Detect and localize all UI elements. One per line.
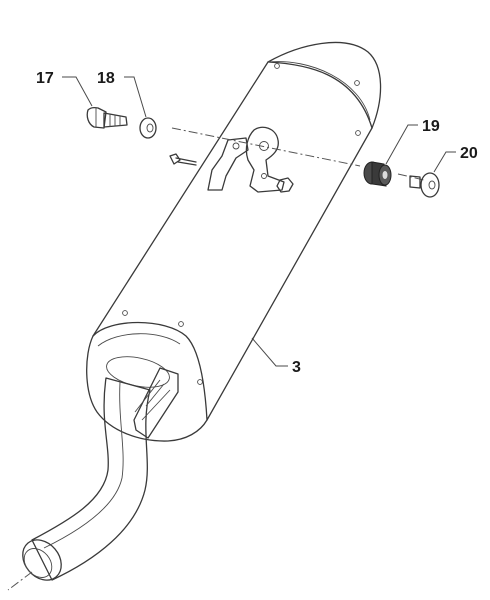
mounting-bracket-right: [245, 126, 294, 193]
bolt-17: [86, 106, 128, 129]
leader-20: [433, 151, 456, 173]
leader-17: [62, 76, 93, 107]
washer-18: [139, 117, 157, 139]
muffler-silencer: [86, 41, 382, 442]
callout-18: 18: [97, 70, 115, 87]
callout-19: 19: [422, 118, 440, 135]
inlet-pipe: [7, 367, 179, 591]
spacer-20: [409, 172, 440, 198]
callout-3: 3: [292, 359, 301, 376]
leader-18: [124, 76, 147, 118]
leader-3: [251, 337, 288, 367]
assembly-axis: [171, 127, 361, 167]
bracket-screw: [169, 153, 197, 166]
leader-19: [385, 124, 418, 165]
callout-17: 17: [36, 70, 54, 87]
grommet-19: [363, 161, 392, 187]
callout-20: 20: [460, 145, 478, 162]
